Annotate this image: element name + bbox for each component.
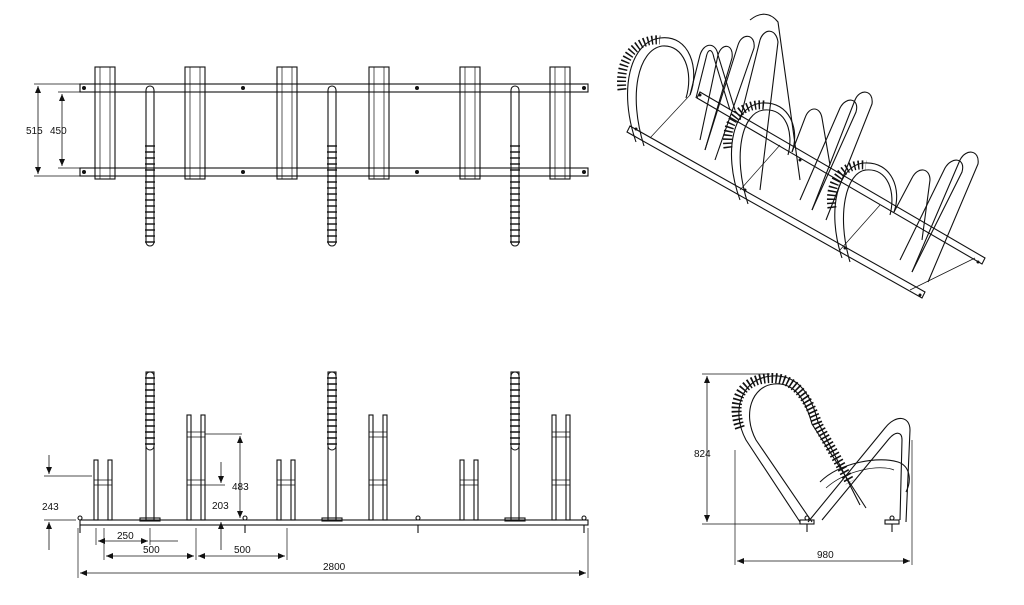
dim-824-label: 824 (694, 449, 711, 460)
rail-holes (82, 86, 586, 174)
dim-483-label: 483 (232, 482, 249, 493)
side-cross-tube (819, 459, 910, 493)
front-grip-posts (139, 371, 526, 522)
dim-250-label: 250 (117, 531, 134, 542)
iso-rail-front (626, 125, 926, 299)
iso-module-3 (826, 151, 979, 283)
dim-203-label: 203 (212, 501, 229, 512)
dim-500-second-label: 500 (234, 545, 251, 556)
side-front-hoop-outer (807, 417, 911, 523)
side-front-hoop-inner (821, 432, 903, 521)
side-grip-loop-inner (749, 383, 867, 523)
dim-515-label: 515 (26, 126, 43, 137)
short-frames-top (94, 66, 571, 180)
top-rail-lower (79, 167, 589, 177)
dim-450-label: 450 (50, 126, 67, 137)
dim-980-label: 980 (817, 550, 834, 561)
front-mid-frames (186, 414, 571, 521)
dim-243-label: 243 (42, 502, 59, 513)
iso-feet (649, 94, 976, 291)
top-view: 515 450 (26, 66, 589, 247)
iso-module-2 (723, 13, 873, 221)
top-view-dimensions: 515 450 (26, 83, 95, 177)
front-low-frames (93, 459, 479, 521)
side-view-dimensions: 824 980 (694, 373, 913, 565)
dim-2800-label: 2800 (323, 562, 346, 573)
side-grip-wrap (731, 372, 855, 485)
dim-500-first-label: 500 (143, 545, 160, 556)
top-rail-upper (79, 83, 589, 93)
front-view: 243 250 500 500 203 483 (42, 371, 589, 578)
iso-bolts (634, 93, 980, 297)
iso-module-1 (617, 35, 755, 161)
grip-posts-top (145, 85, 520, 247)
front-anchor-bolts (77, 515, 587, 533)
iso-rail-back (696, 91, 986, 265)
side-view: 824 980 (694, 372, 913, 565)
front-view-dimensions: 243 250 500 500 203 483 (42, 433, 589, 578)
isometric-view (617, 13, 986, 299)
